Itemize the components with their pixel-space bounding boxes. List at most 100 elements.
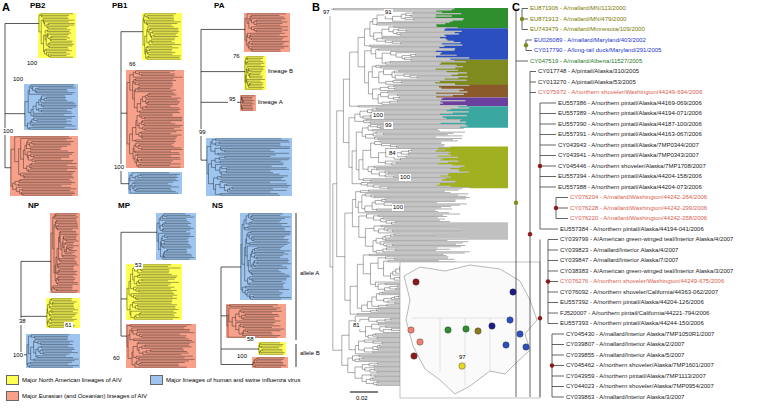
- sampling-site: [503, 342, 509, 348]
- tree-branches: [11, 137, 77, 195]
- taxon-label: CY017748 - A/pintail/Alaska/310/2005: [538, 68, 639, 75]
- taxon-label: CY039799 - A/American green-winged teal/…: [560, 236, 733, 243]
- node-dot: [554, 206, 558, 210]
- lineage-band: [244, 56, 266, 90]
- taxon-label: EU026089 - A/mallard/Maryland/403/2002: [534, 37, 646, 44]
- sampling-site: [489, 323, 495, 329]
- bootstrap-value: 100: [399, 174, 411, 181]
- gene-label: NP: [28, 202, 39, 211]
- taxon-label: CY045446 - A/northern shoveler/Alaska/7M…: [558, 163, 706, 170]
- lineage-band: [50, 213, 80, 293]
- legend-text: Major Eurasian (and Oceanian) lineages o…: [22, 393, 147, 400]
- lineage-band: [126, 70, 184, 168]
- panel-letter: B: [312, 1, 320, 13]
- sampling-site: [475, 328, 481, 334]
- continent-outline: [404, 265, 537, 394]
- sampling-site: [417, 339, 423, 345]
- tree-branches: [227, 305, 284, 337]
- tree-branches: [207, 139, 291, 195]
- taxon-label: CY039847 - A/mallard/Interior Alaska/7/2…: [560, 257, 678, 264]
- tree-backbone: [221, 267, 259, 365]
- bootstrap-value: 53: [134, 262, 143, 269]
- tree-branches: [47, 299, 78, 327]
- bootstrap-value: 38: [18, 318, 27, 325]
- scale-label: 0.02: [356, 395, 368, 402]
- bootstrap-value: 100: [236, 353, 248, 360]
- lineage-band: [252, 357, 288, 368]
- taxon-label: CY044023 - A/northern shoveler/Alaska/7M…: [566, 383, 714, 390]
- tree-branches: [127, 265, 180, 319]
- sampling-site: [411, 353, 417, 359]
- tree-backbone: [201, 29, 245, 160]
- bootstrap-value: 60: [112, 355, 121, 362]
- taxon-label: CY075972 - A/northern shoveler/Washingto…: [538, 89, 702, 96]
- lineage-band: [126, 324, 196, 368]
- tree-branches: [259, 343, 285, 354]
- taxon-label: CY076204 - A/mallard/Washington/44242-26…: [570, 194, 707, 201]
- tree-backbone: [121, 32, 143, 184]
- taxon-label: CY076276 - A/northern shoveler/Washingto…: [560, 278, 724, 285]
- lineage-band: [240, 213, 292, 300]
- legend-item: Major lineages of human and swine influe…: [150, 375, 300, 385]
- gene-label: PA: [214, 2, 225, 11]
- bootstrap-value: 97: [322, 9, 331, 16]
- node-dot: [546, 279, 550, 283]
- clade-color-bar: [440, 107, 508, 127]
- lineage-band: [38, 13, 76, 58]
- sampling-site: [517, 331, 523, 337]
- sampling-site: [523, 344, 529, 350]
- lineage-band: [142, 13, 182, 60]
- lineage-band: [258, 342, 286, 355]
- taxon-label: EU871913 - A/mallard/MN/479/2000: [530, 16, 626, 23]
- bootstrap-value: 58: [246, 336, 255, 343]
- sampling-site: [507, 317, 513, 323]
- taxon-label: EU557386 - A/northern pintail/Alaska/441…: [558, 100, 702, 107]
- lineage-band: [126, 264, 182, 320]
- lineage-band: [46, 298, 80, 328]
- taxon-label: CY043941 - A/northern pintail/Alaska/7MP…: [558, 152, 699, 159]
- taxon-label: CY013270 - A/pintail/Alaska/53/2005: [538, 79, 636, 86]
- gene-label: PB1: [112, 2, 128, 11]
- node-dot: [550, 363, 554, 367]
- gene-tree: [201, 13, 292, 196]
- allele-label: allele B: [300, 350, 320, 357]
- taxon-label: EU743479 - A/mallard/Minnesota/109/2000: [530, 26, 645, 33]
- bootstrap-value: 100: [372, 112, 384, 119]
- bootstrap-value: 99: [198, 129, 207, 136]
- bootstrap-value: 100: [26, 60, 38, 67]
- scale-bar: [350, 392, 378, 393]
- legend-swatch: [6, 391, 19, 401]
- legend-text: Major lineages of human and swine influe…: [166, 377, 300, 384]
- node-dot: [520, 17, 524, 21]
- tree-branches: [516, 9, 568, 398]
- tree-branches: [241, 96, 255, 110]
- node-dot: [524, 43, 528, 47]
- sampling-site: [459, 363, 465, 369]
- legend-text: Major North American lineages of AIV: [22, 377, 122, 384]
- sampling-site: [463, 326, 469, 332]
- taxon-label: CY045430 - A/mallard/Interior Alaska/7MP…: [566, 331, 714, 338]
- sampling-site: [413, 279, 419, 285]
- bootstrap-value: 100: [12, 76, 24, 83]
- taxon-label: CY076220 - A/mallard/Washington/44242-25…: [570, 215, 707, 222]
- lineage-label: lineage B: [268, 68, 293, 75]
- taxon-label: EU557388 - A/northern pintail/Alaska/442…: [558, 184, 702, 191]
- sampling-site: [445, 327, 451, 333]
- taxon-label: EU871906 - A/mallard/MN/113/2000: [530, 5, 626, 12]
- taxon-label: CY039823 - A/mallard/Interior Alaska/4/2…: [560, 247, 678, 254]
- taxon-label: CY038383 - A/American green-winged teal/…: [560, 268, 733, 275]
- taxon-label: EU557394 - A/northern pintail/Alaska/442…: [558, 173, 702, 180]
- tree-branches: [127, 325, 195, 367]
- lineage-band: [206, 138, 292, 196]
- lineage-band: [244, 13, 290, 52]
- map-frame: [400, 262, 540, 398]
- bootstrap-value: 100: [2, 128, 14, 135]
- taxon-label: FJ520007 - A/northern pintail/California…: [560, 310, 709, 317]
- taxon-label: EU557390 - A/northern pintail/Alaska/441…: [558, 121, 702, 128]
- gene-tree: [121, 213, 196, 368]
- taxon-label: CY076092 - A/northern shoveler/Californi…: [560, 289, 718, 296]
- lineage-band: [156, 213, 196, 260]
- legend-item: Major Eurasian (and Oceanian) lineages o…: [6, 391, 147, 401]
- sampling-site: [510, 289, 516, 295]
- tree-branches: [39, 14, 75, 57]
